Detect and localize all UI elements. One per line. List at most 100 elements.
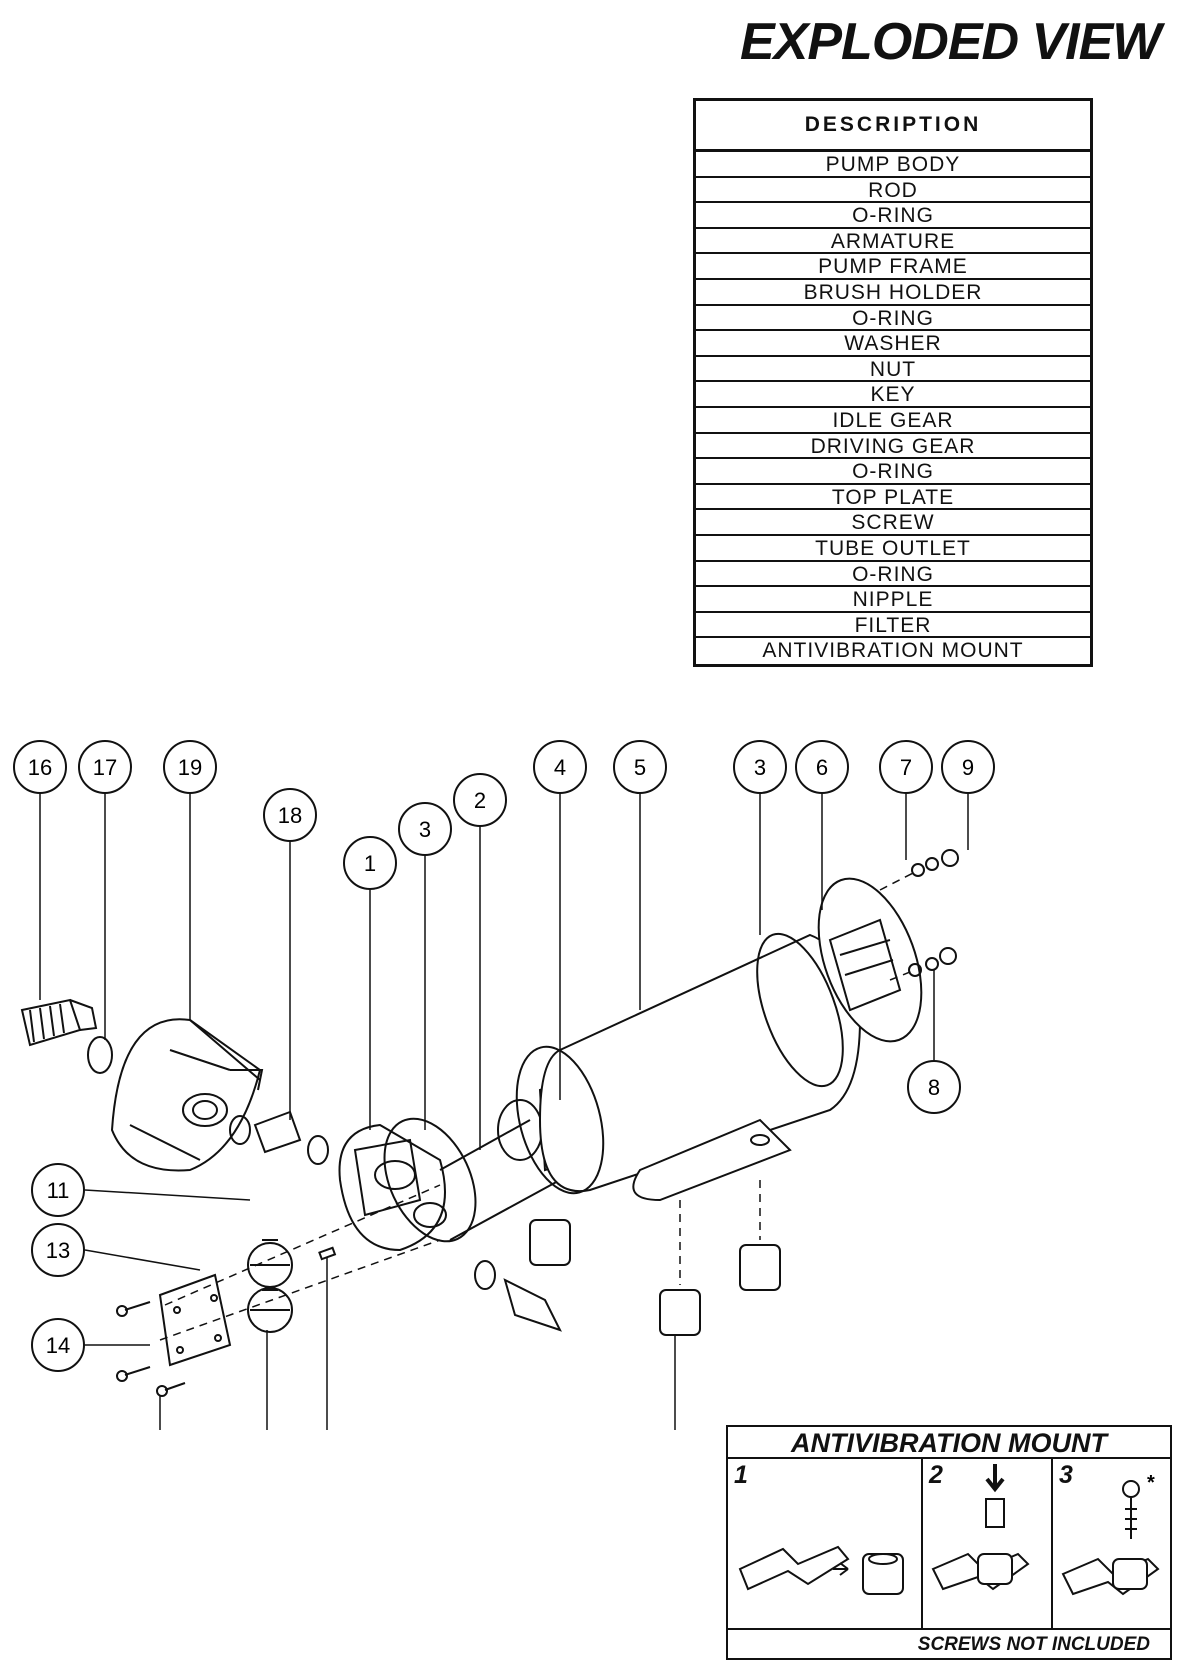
antivibration-mount-box: ANTIVIBRATION MOUNT 1 2 3 — [726, 1425, 1172, 1660]
callout-17: 17 — [78, 740, 132, 794]
table-row: SCREW — [696, 510, 1090, 536]
part-17-oring — [87, 1036, 113, 1074]
callout-9: 9 — [941, 740, 995, 794]
part-6-brush-holder — [817, 877, 923, 1043]
table-row: PUMP BODY — [696, 152, 1090, 178]
table-row: O-RING — [696, 562, 1090, 588]
part-19-filter — [110, 1018, 264, 1172]
callout-circle — [163, 740, 217, 794]
mount-step-1-illustration — [738, 1545, 904, 1595]
part-5-pump-frame — [515, 933, 862, 1202]
table-row: PUMP FRAME — [696, 254, 1090, 280]
callout-number: 19 — [178, 755, 202, 780]
mount-step-1: 1 — [728, 1459, 923, 1629]
table-row: KEY — [696, 382, 1090, 408]
table-row: NIPPLE — [696, 587, 1090, 613]
table-row: IDLE GEAR — [696, 408, 1090, 434]
callout-number: 9 — [962, 755, 974, 780]
callout-11: 11 — [31, 1163, 85, 1217]
part-16-nipple — [20, 998, 98, 1047]
part-1-pump-body — [338, 1123, 447, 1252]
callout-13: 13 — [31, 1223, 85, 1277]
part-15-screws — [116, 1301, 186, 1397]
table-row: O-RING — [696, 306, 1090, 332]
callout-number: 14 — [46, 1333, 70, 1358]
callout-circle — [907, 1060, 961, 1114]
part-20-mounts — [529, 1219, 781, 1336]
callout-8: 8 — [907, 1060, 961, 1114]
mount-box-title: ANTIVIBRATION MOUNT — [728, 1427, 1170, 1459]
callout-number: 7 — [900, 755, 912, 780]
part-2-rods — [439, 1119, 561, 1241]
callout-circle — [31, 1163, 85, 1217]
callout-16: 16 — [13, 740, 67, 794]
step-number: 2 — [929, 1461, 943, 1489]
page-title: EXPLODED VIEW — [740, 13, 1161, 71]
callout-19: 19 — [163, 740, 217, 794]
callout-2: 2 — [453, 773, 507, 827]
callout-number: 16 — [28, 755, 52, 780]
callout-4: 4 — [533, 740, 587, 794]
callout-circle — [733, 740, 787, 794]
callout-3: 3 — [398, 802, 452, 856]
table-row: FILTER — [696, 613, 1090, 639]
table-row: WASHER — [696, 331, 1090, 357]
callout-circle — [343, 836, 397, 890]
table-row: BRUSH HOLDER — [696, 280, 1090, 306]
parts-11-12-gears — [247, 1239, 293, 1333]
callout-number: 17 — [93, 755, 117, 780]
callout-circle — [613, 740, 667, 794]
callout-number: 3 — [754, 755, 766, 780]
callout-number: 8 — [928, 1075, 940, 1100]
mount-step-3-illustration: * — [1061, 1472, 1160, 1596]
callout-7: 7 — [879, 740, 933, 794]
mount-step-2-illustration — [931, 1464, 1030, 1591]
mount-step-2: 2 — [923, 1459, 1053, 1629]
table-header: DESCRIPTION — [696, 101, 1090, 152]
parts-8-washer-nut-side — [908, 947, 957, 977]
callout-number: 3 — [419, 817, 431, 842]
callout-6: 6 — [795, 740, 849, 794]
table-row: ANTIVIBRATION MOUNT — [762, 639, 1024, 663]
callout-circle — [31, 1318, 85, 1372]
callout-circle — [263, 788, 317, 842]
callout-number: 1 — [364, 851, 376, 876]
callout-circle — [879, 740, 933, 794]
table-row: ARMATURE — [696, 229, 1090, 255]
callout-number: 2 — [474, 788, 486, 813]
mount-box-footer: SCREWS NOT INCLUDED — [728, 1628, 1170, 1658]
parts-13-14-top-plate — [158, 1273, 232, 1367]
exploded-view-diagram: 16171918132453679811131415121020 — [13, 740, 995, 1430]
table-row: TUBE OUTLET — [696, 536, 1090, 562]
part-3-oring — [383, 1117, 477, 1243]
part-10-key — [318, 1246, 337, 1261]
callout-circle — [31, 1223, 85, 1277]
callout-5: 5 — [613, 740, 667, 794]
table-row: ROD — [696, 178, 1090, 204]
parts-7-9-washer-nut — [911, 849, 959, 877]
table-row: O-RING — [696, 203, 1090, 229]
step-number: 1 — [734, 1461, 748, 1489]
table-row: TOP PLATE — [696, 485, 1090, 511]
callout-1: 1 — [343, 836, 397, 890]
table-row: NUT — [696, 357, 1090, 383]
part-18-tube-outlet — [229, 1110, 329, 1165]
table-row: O-RING — [696, 459, 1090, 485]
callout-circle — [795, 740, 849, 794]
callout-number: 18 — [278, 803, 302, 828]
callout-18: 18 — [263, 788, 317, 842]
step-number: 3 — [1059, 1461, 1073, 1489]
table-row: DRIVING GEAR — [696, 434, 1090, 460]
callout-number: 6 — [816, 755, 828, 780]
callout-number: 13 — [46, 1238, 70, 1263]
callout-14: 14 — [31, 1318, 85, 1372]
callout-circle — [453, 773, 507, 827]
part-nipple-front — [474, 1260, 562, 1332]
callout-circle — [941, 740, 995, 794]
callout-number: 4 — [554, 755, 566, 780]
mount-step-3: 3 * — [1053, 1459, 1172, 1629]
callout-circle — [13, 740, 67, 794]
callout-circle — [533, 740, 587, 794]
asterisk-mark: * — [1147, 1472, 1155, 1494]
